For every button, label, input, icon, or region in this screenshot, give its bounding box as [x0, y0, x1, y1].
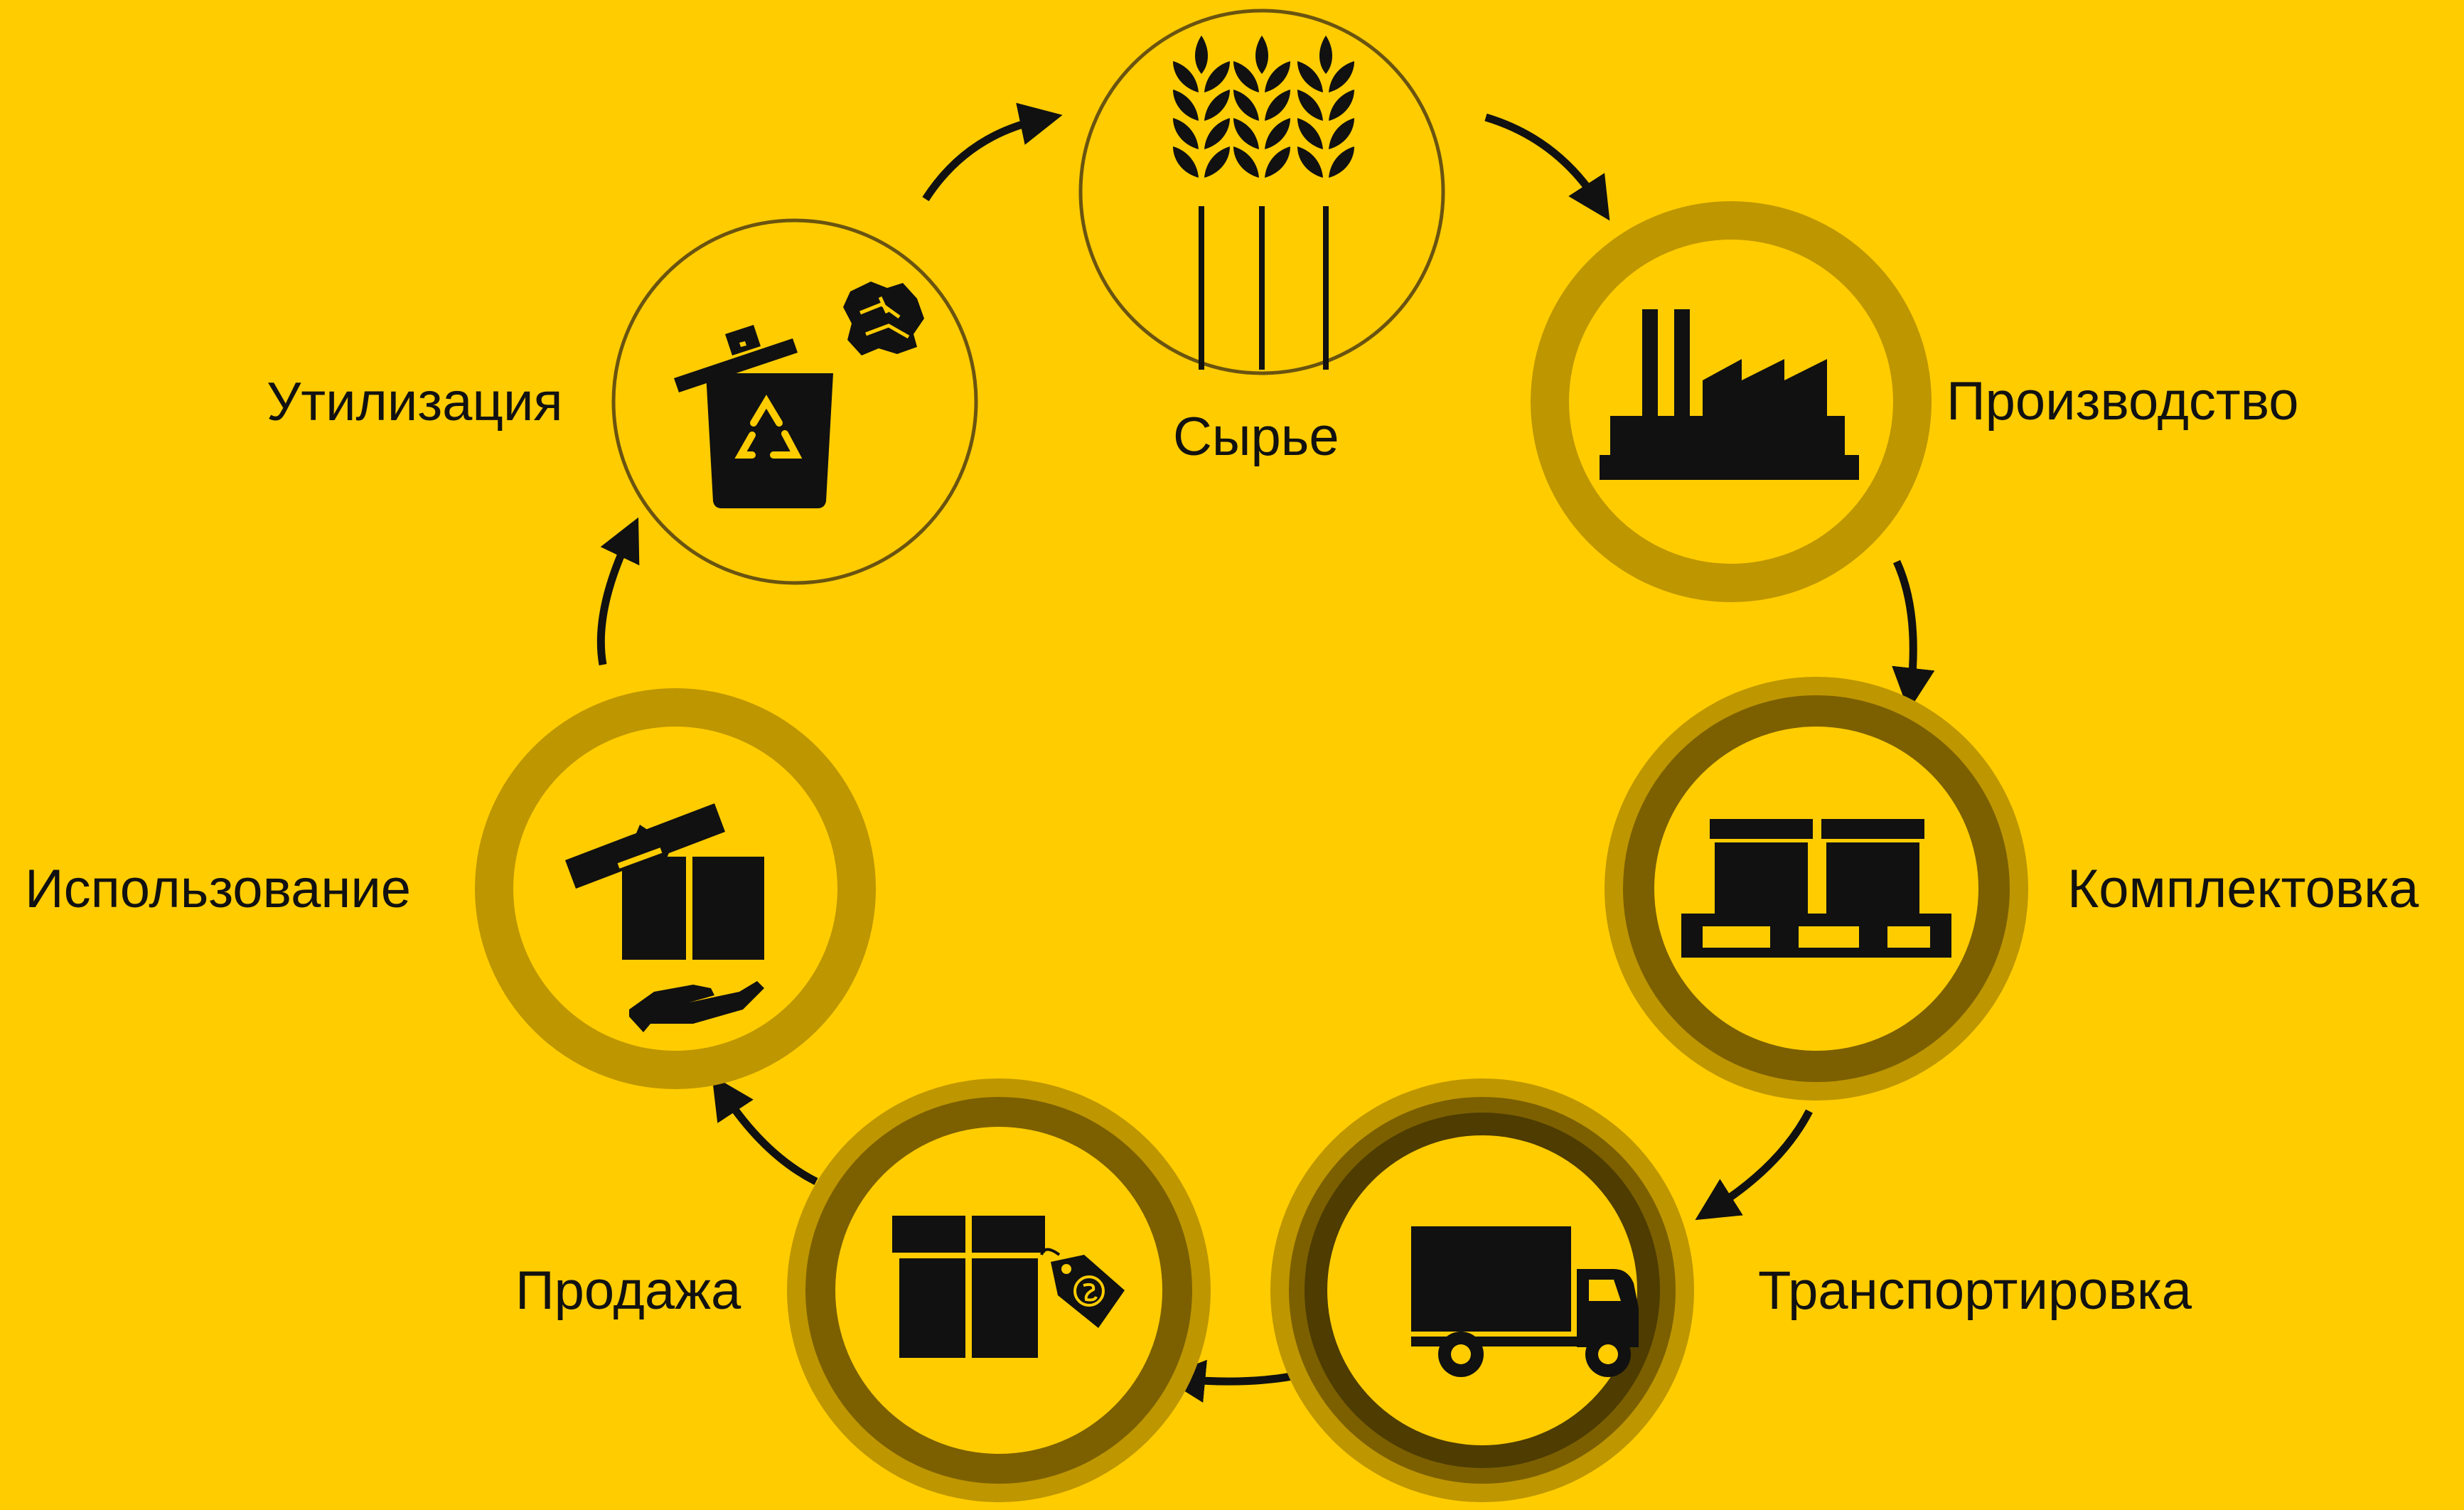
stage-label-disposal: Утилизация [267, 372, 563, 432]
stage-label-transportation: Транспортировка [1758, 1260, 2192, 1321]
arrow-packing-to-transport [1695, 1109, 1813, 1221]
stage-label-sale: Продажа [515, 1260, 741, 1321]
stage-transportation [1270, 1078, 1694, 1502]
stage-packing [1605, 677, 2028, 1101]
recycle-bin-icon [674, 282, 924, 508]
arrow-raw-to-production [1484, 113, 1610, 221]
stage-circle [1078, 9, 1445, 375]
open-box-hand-icon [565, 803, 764, 1032]
stage-label-usage: Использование [25, 859, 412, 919]
truck-icon [1411, 1226, 1639, 1377]
crumpled-paper-icon [843, 282, 924, 355]
stage-sale [787, 1078, 1211, 1502]
arrow-sale-to-use [712, 1075, 818, 1185]
arrow-disposal-to-raw [922, 102, 1063, 201]
pallet-boxes-icon [1681, 819, 1951, 958]
stage-label-packing: Комплектовка [2067, 859, 2419, 919]
stage-raw-materials [1078, 9, 1445, 375]
stage-usage [475, 688, 876, 1089]
arrow-production-to-packing [1892, 559, 1935, 712]
stage-label-production: Производство [1946, 371, 2299, 432]
stage-label-raw-materials: Сырье [1173, 407, 1339, 467]
gift-price-tag-icon [892, 1216, 1125, 1358]
stage-production [1531, 201, 1932, 602]
arrow-use-to-disposal [596, 517, 640, 665]
stage-disposal [611, 218, 978, 585]
factory-icon [1600, 309, 1859, 480]
stage-circle [1654, 727, 1978, 1051]
